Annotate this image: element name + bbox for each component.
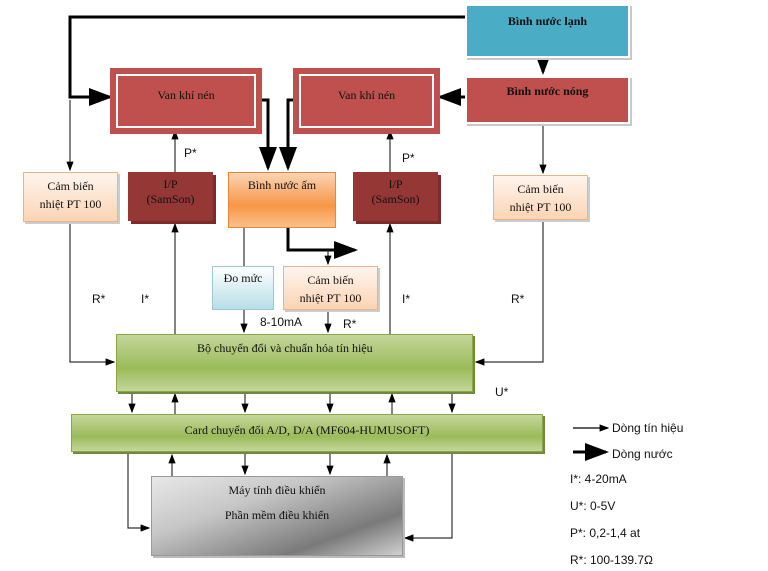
signal-label-i-left: I* (141, 292, 150, 306)
sensor-line-1: Cảm biến (307, 273, 354, 287)
temp-sensor-middle: Cảm biến nhiệt PT 100 (283, 266, 378, 310)
pneumatic-valve-right: Van khí nén (293, 68, 440, 134)
legend-signal-flow: Dòng tín hiệu (612, 421, 684, 435)
cold-water-tank: Bình nước lạnh (465, 4, 630, 58)
pneumatic-valve-left: Van khí nén (110, 68, 262, 134)
ip-converter-left: I/P (SamSon) (128, 172, 213, 221)
legend-arrows (573, 424, 610, 461)
hot-water-tank: Bình nước nóng (465, 76, 630, 124)
legend-r-range: R*: 100-139.7Ω (570, 553, 654, 567)
legend-p-range: P*: 0,2-1,4 at (570, 526, 641, 540)
signal-label-r-mid: R* (343, 317, 357, 331)
signal-label-u: U* (495, 385, 509, 399)
signal-converter: Bộ chuyển đổi và chuẩn hóa tín hiệu (116, 334, 473, 392)
sensor-line-2: nhiệt PT 100 (299, 291, 362, 305)
sensor-line-2: nhiệt PT 100 (509, 200, 572, 214)
legend-i-range: I*: 4-20mA (570, 472, 627, 486)
ad-da-card: Card chuyển đổi A/D, D/A (MF604-HUMUSOFT… (71, 414, 543, 452)
sensor-line-2: nhiệt PT 100 (39, 197, 102, 211)
sensor-line-1: Cảm biến (47, 179, 94, 193)
ip-line-2: (SamSon) (371, 192, 420, 206)
computer-line-1: Máy tính điều khiển (228, 483, 326, 497)
temp-sensor-left: Cảm biến nhiệt PT 100 (23, 172, 118, 222)
signal-label-ma: 8-10mA (260, 315, 303, 329)
signal-label-p-left: P* (184, 146, 197, 160)
ip-line-2: (SamSon) (146, 192, 195, 206)
signal-label-i-right: I* (402, 292, 411, 306)
legend-water-flow: Dòng nước (612, 447, 673, 461)
ip-line-1: I/P (388, 177, 403, 191)
signal-label-r-right: R* (511, 292, 525, 306)
signal-label-r-left: R* (92, 292, 106, 306)
legend-u-range: U*: 0-5V (570, 499, 616, 513)
ip-line-1: I/P (163, 177, 178, 191)
warm-water-tank: Bình nước ấm (228, 172, 336, 228)
temp-sensor-right: Cảm biến nhiệt PT 100 (493, 175, 588, 220)
control-computer: Máy tính điều khiển Phần mềm điều khiển (151, 476, 403, 556)
sensor-line-1: Cảm biến (517, 182, 564, 196)
signal-label-p-right: P* (402, 151, 415, 165)
ip-converter-right: I/P (SamSon) (353, 172, 438, 221)
level-meter: Đo mức (212, 266, 274, 310)
computer-line-2: Phần mềm điều khiển (224, 508, 330, 522)
signal-flow-lines (66, 100, 547, 542)
water-flow-lines (68, 15, 552, 259)
